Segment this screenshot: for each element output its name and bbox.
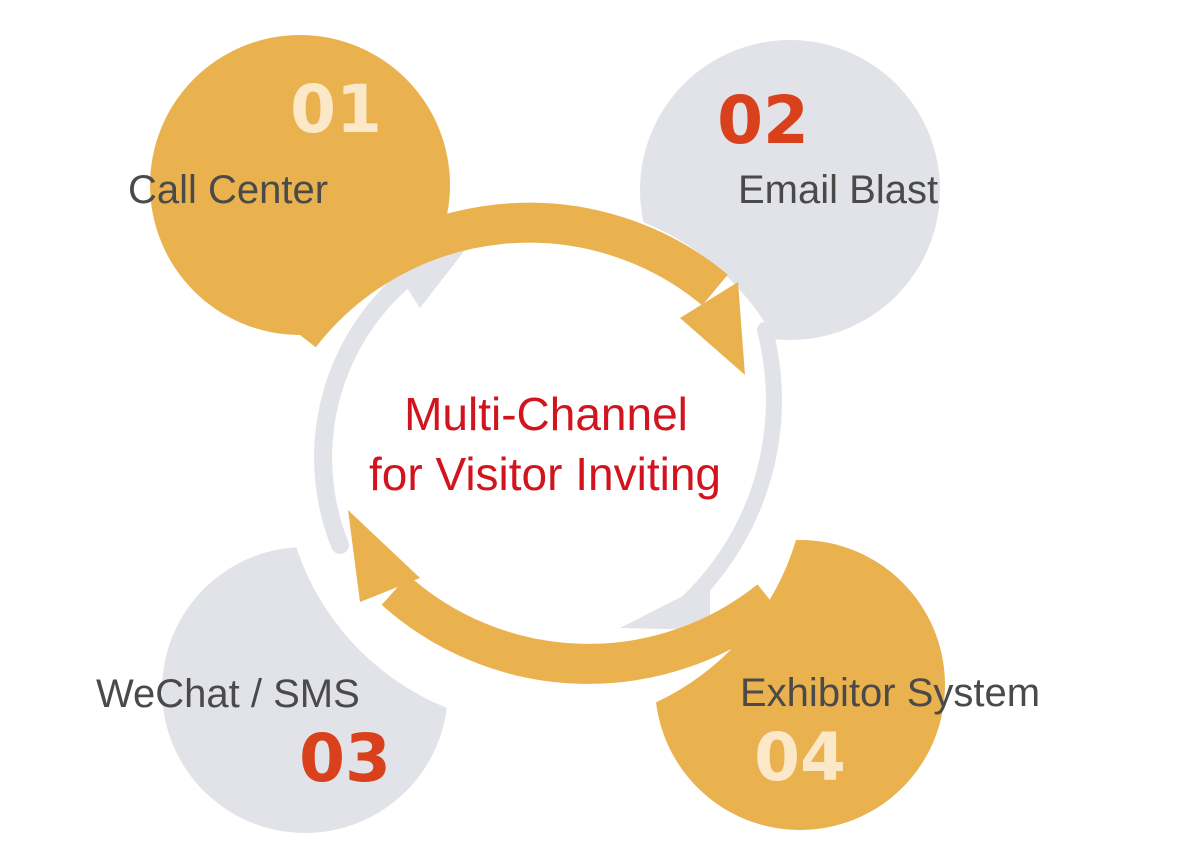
channel-4-label: Exhibitor System xyxy=(740,671,1040,715)
channel-2-label: Email Blast xyxy=(738,168,938,212)
gray-arc-right xyxy=(682,322,782,608)
channel-2-number: 02 xyxy=(717,82,809,159)
channel-4-number: 04 xyxy=(754,719,846,796)
channel-1-number: 01 xyxy=(290,71,382,148)
gold-arc-bottom xyxy=(381,575,783,684)
gray-arrowhead-bottom-icon xyxy=(620,582,710,630)
gold-arrowhead-right-icon xyxy=(680,282,745,375)
channel-3-label: WeChat / SMS xyxy=(96,672,360,716)
channel-1-label: Call Center xyxy=(128,168,328,212)
diagram-title-line2: for Visitor Inviting xyxy=(369,448,721,500)
channel-3-number: 03 xyxy=(299,720,391,797)
gold-arrowhead-left-icon xyxy=(348,510,420,602)
diagram-title-line1: Multi-Channel xyxy=(404,388,688,440)
gray-arc-left xyxy=(314,266,419,554)
gold-arc-top xyxy=(284,202,728,348)
